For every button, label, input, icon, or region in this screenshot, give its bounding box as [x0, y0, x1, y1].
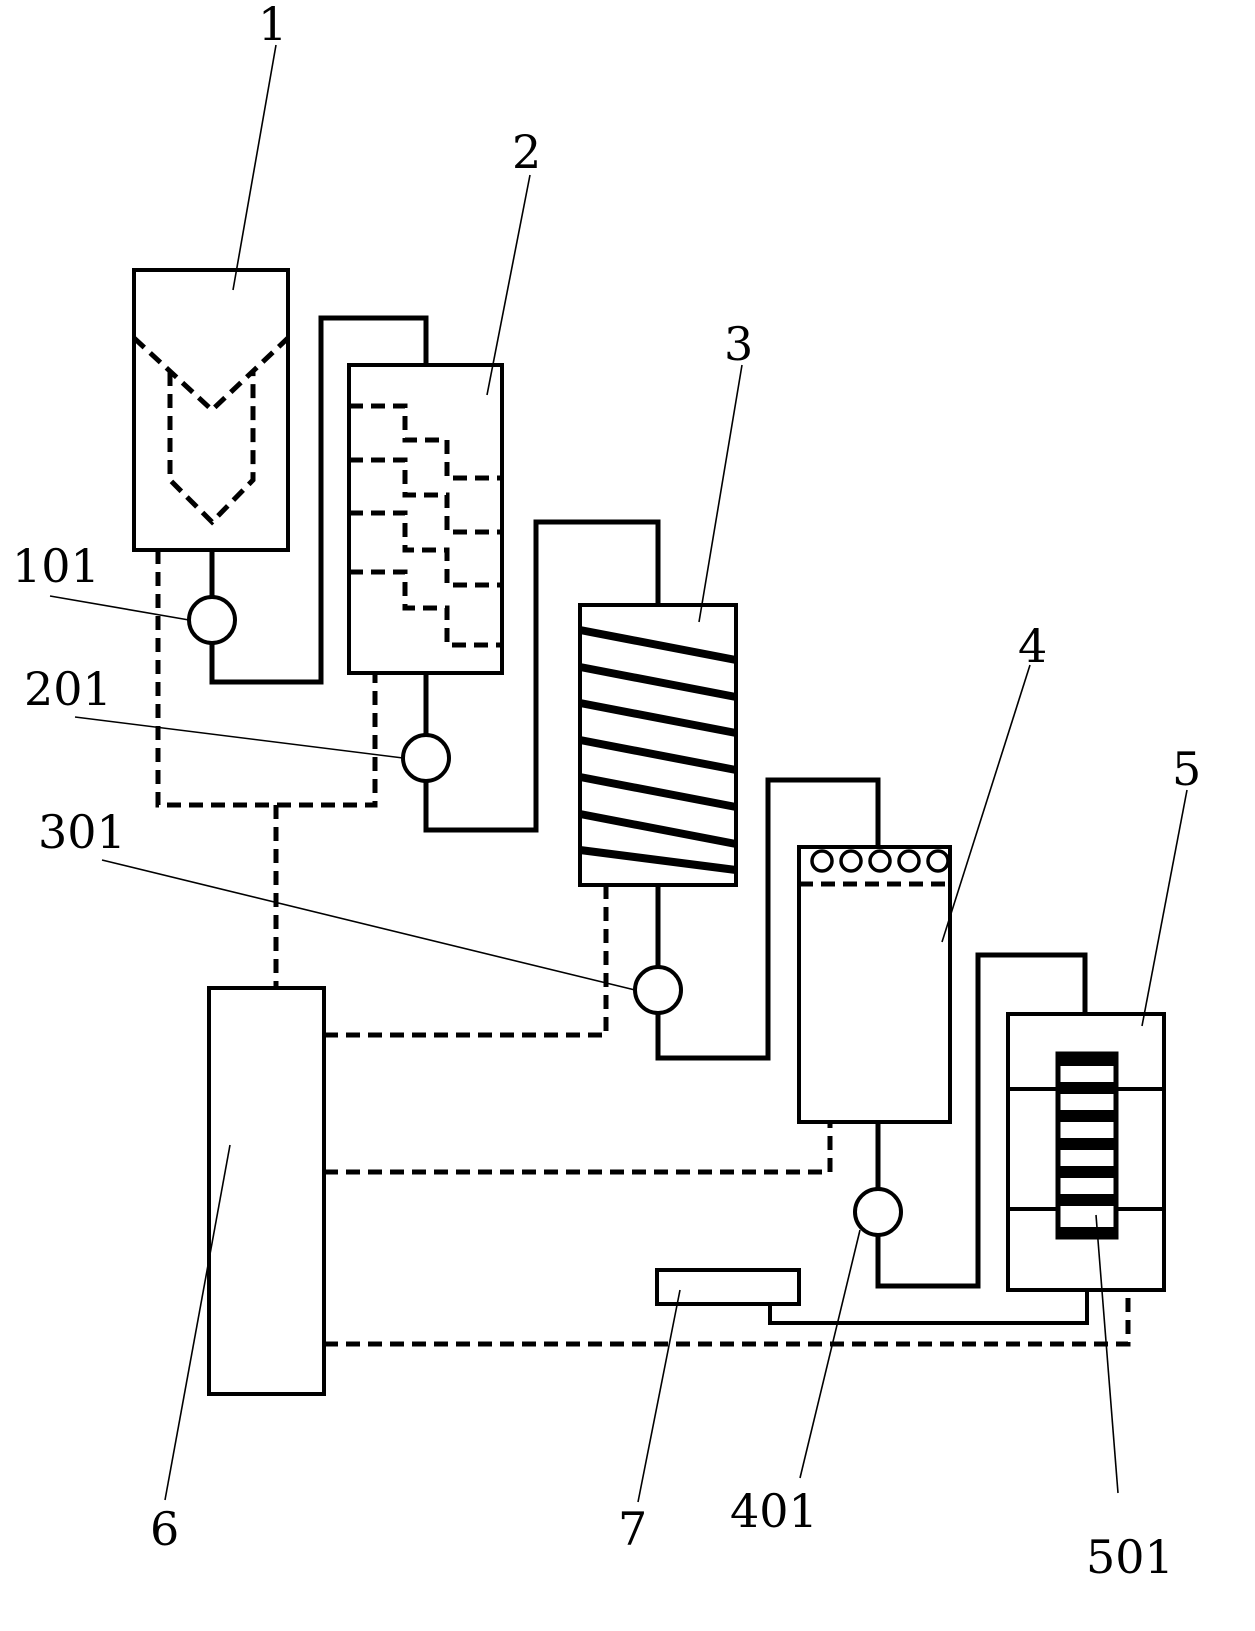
label-pump-401: 401: [730, 1484, 818, 1538]
control-line-4: [324, 1122, 833, 1175]
pipe-201-to-3: [423, 519, 661, 833]
pipe-401-to-5: [875, 952, 1088, 1289]
unit-4-bubbles: [810, 849, 950, 873]
label-unit-1: 1: [258, 0, 287, 51]
unit-4: [797, 845, 952, 1124]
label-unit-5: 5: [1172, 742, 1201, 796]
unit-1: [132, 268, 290, 552]
unit-3: [578, 603, 738, 887]
unit-3-coils: [579, 626, 737, 874]
label-pump-201: 201: [24, 662, 112, 716]
label-pump-301: 301: [38, 805, 126, 859]
pipe-301-to-4: [655, 777, 881, 1061]
label-unit-2: 2: [512, 125, 541, 179]
label-pump-101: 101: [12, 539, 100, 593]
unit-2-baffles: [349, 403, 502, 648]
labels: 1 2 3 4 5 6 7 101 201 301 401 501: [12, 0, 1201, 1584]
label-unit-6: 6: [150, 1502, 179, 1556]
unit-5: [1006, 1012, 1166, 1292]
pump-101: [187, 595, 237, 645]
unit-6: [207, 986, 326, 1396]
control-line-1: [155, 550, 378, 808]
label-unit-7: 7: [618, 1502, 647, 1556]
pump-401: [853, 1187, 903, 1237]
label-unit-3: 3: [724, 317, 753, 371]
label-component-501: 501: [1086, 1530, 1174, 1584]
control-line-5: [324, 1290, 1131, 1347]
control-lines: [155, 550, 1131, 1347]
label-unit-4: 4: [1018, 619, 1047, 673]
component-501-stack: [1055, 1051, 1119, 1240]
pump-301: [633, 965, 683, 1015]
unit-7: [655, 1268, 801, 1306]
control-line-3: [324, 885, 609, 1038]
leader-lines: [49, 44, 1188, 1503]
unit-2: [347, 363, 504, 675]
pipe-101-to-2: [209, 315, 429, 685]
pump-201: [401, 733, 451, 783]
